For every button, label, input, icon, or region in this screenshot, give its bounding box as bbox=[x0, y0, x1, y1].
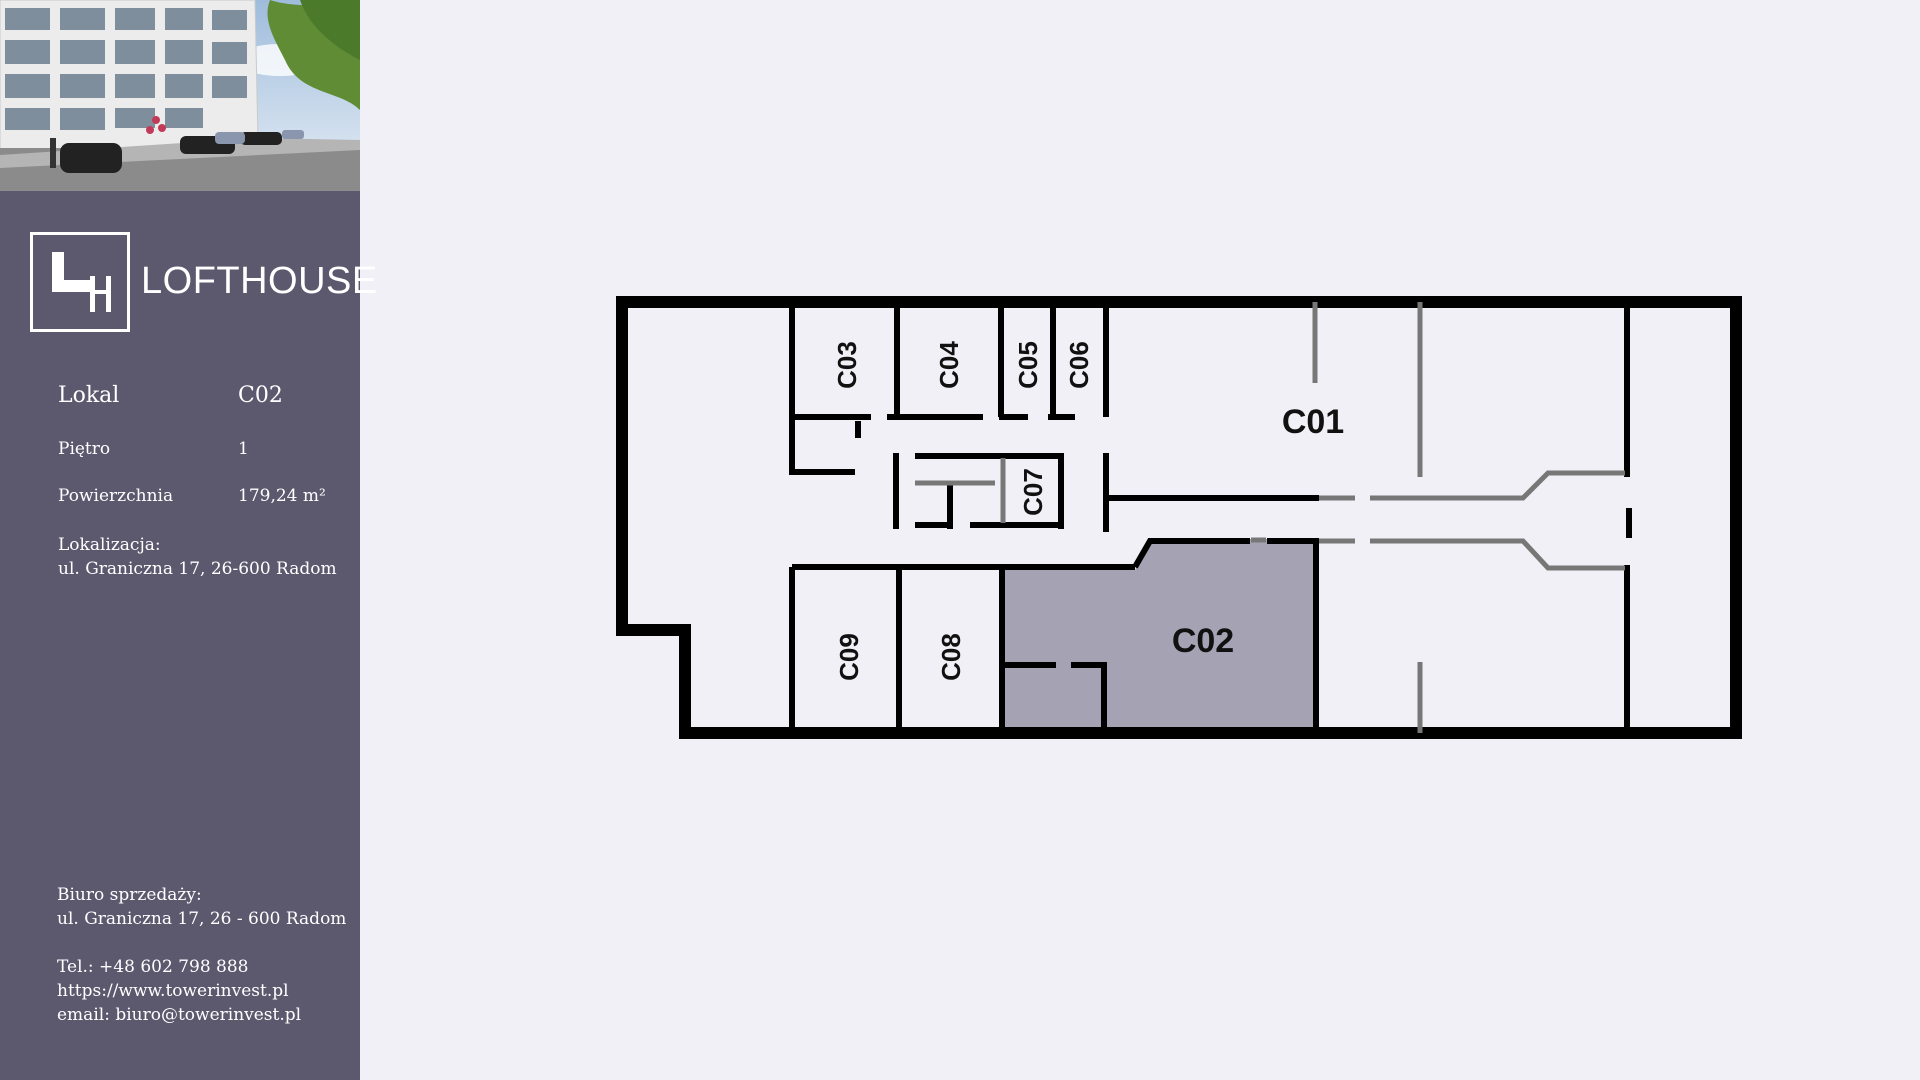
partitions bbox=[915, 302, 1625, 733]
sales-heading: Biuro sprzedaży: bbox=[57, 885, 202, 905]
room-c03-label[interactable]: C03 bbox=[832, 341, 862, 389]
outer-wall bbox=[616, 296, 1742, 739]
room-c02-area[interactable] bbox=[1002, 539, 1316, 733]
room-c09-label[interactable]: C09 bbox=[834, 633, 864, 681]
location-label: Lokalizacja: bbox=[58, 535, 161, 555]
sales-website[interactable]: https://www.towerinvest.pl bbox=[57, 981, 289, 1001]
room-c06-label[interactable]: C06 bbox=[1064, 341, 1094, 389]
area-value: 179,24 m² bbox=[238, 486, 326, 506]
room-c07-label[interactable]: C07 bbox=[1018, 468, 1048, 516]
floor-plan: C01 C02 C03 C04 C05 C06 C07 C08 C09 bbox=[616, 296, 1742, 739]
sidebar: LOFTHOUSE Lokal C02 Piętro 1 Powierzchni… bbox=[0, 0, 377, 1080]
building-photo bbox=[0, 0, 360, 191]
lofthouse-logo-icon bbox=[30, 232, 130, 332]
room-c02-label[interactable]: C02 bbox=[1172, 622, 1234, 660]
sales-address: ul. Graniczna 17, 26 - 600 Radom bbox=[57, 909, 347, 929]
room-c05-label[interactable]: C05 bbox=[1013, 341, 1043, 389]
unit-label: Lokal bbox=[58, 383, 120, 408]
sales-phone: Tel.: +48 602 798 888 bbox=[57, 957, 249, 977]
room-labels: C01 C02 C03 C04 C05 C06 C07 C08 C09 bbox=[832, 341, 1344, 681]
brand-name: LOFTHOUSE bbox=[141, 260, 378, 302]
location-value: ul. Graniczna 17, 26-600 Radom bbox=[58, 559, 337, 579]
floor-value: 1 bbox=[238, 439, 249, 459]
lofthouse-logo: LOFTHOUSE bbox=[30, 232, 377, 332]
area-label: Powierzchnia bbox=[58, 486, 174, 506]
room-c01-label[interactable]: C01 bbox=[1282, 403, 1344, 441]
room-c04-label[interactable]: C04 bbox=[934, 341, 964, 389]
floor-label: Piętro bbox=[58, 439, 111, 459]
room-c08-label[interactable]: C08 bbox=[936, 633, 966, 681]
inner-walls bbox=[789, 302, 1632, 733]
sales-email[interactable]: email: biuro@towerinvest.pl bbox=[57, 1005, 302, 1025]
sales-office: Biuro sprzedaży: ul. Graniczna 17, 26 - … bbox=[57, 883, 346, 1027]
unit-value: C02 bbox=[238, 383, 283, 408]
location-block: Lokalizacja: ul. Graniczna 17, 26-600 Ra… bbox=[58, 533, 337, 581]
